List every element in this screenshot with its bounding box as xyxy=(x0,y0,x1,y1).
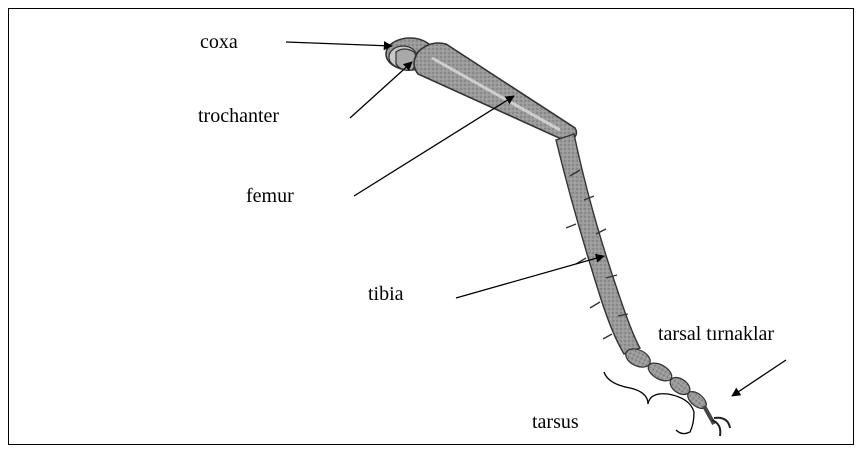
tibia-arrow xyxy=(456,256,604,298)
tarsus-segments xyxy=(623,345,714,424)
trochanter-label: trochanter xyxy=(198,106,279,126)
tibia-segment xyxy=(556,134,640,354)
tarsus-label: tarsus xyxy=(532,412,579,432)
trochanter-arrow xyxy=(350,62,412,118)
coxa-label: coxa xyxy=(200,32,238,52)
femur-arrow xyxy=(354,96,514,196)
coxa-arrow xyxy=(286,42,392,46)
tarsal-claws xyxy=(712,418,730,436)
tarsal-claws-arrow xyxy=(732,360,786,396)
tibia-label: tibia xyxy=(368,284,404,304)
tarsal-claws-label: tarsal tırnaklar xyxy=(658,324,774,344)
femur-label: femur xyxy=(246,186,294,206)
femur-segment xyxy=(414,43,576,142)
